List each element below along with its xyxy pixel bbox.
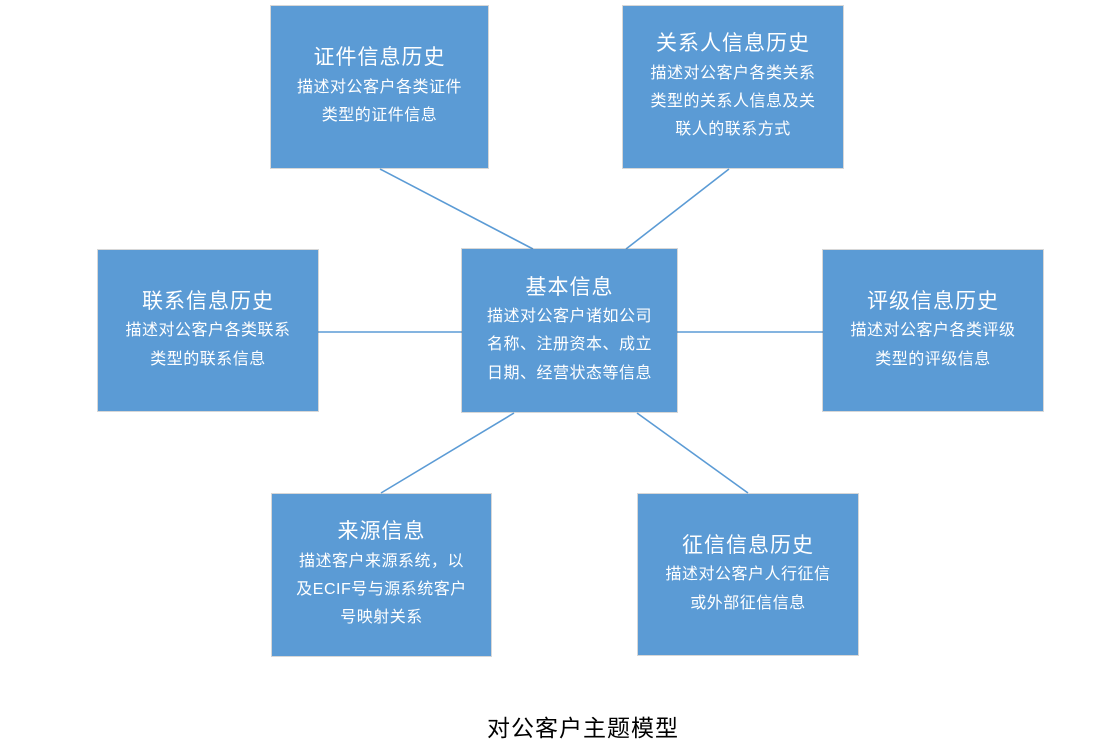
node-credit-info-history: 征信信息历史 描述对公客户人行征信 或外部征信信息 <box>638 494 858 655</box>
node-contact-info-history: 联系信息历史 描述对公客户各类联系 类型的联系信息 <box>98 250 318 411</box>
node-title: 征信信息历史 <box>682 533 814 557</box>
node-desc: 描述对公客户各类评级 类型的评级信息 <box>850 322 1016 368</box>
node-desc: 描述对公客户各类证件 类型的证件信息 <box>296 78 462 125</box>
node-relation-info-history: 关系人信息历史 描述对公客户各类关系 类型的关系人信息及关 联人的联系方式 <box>623 6 843 168</box>
node-cert-info-history: 证件信息历史 描述对公客户各类证件 类型的证件信息 <box>271 6 488 168</box>
diagram-caption: 对公客户主题模型 <box>487 715 679 741</box>
node-title: 证件信息历史 <box>313 46 446 70</box>
node-desc: 描述客户来源系统，以 及ECIF号与源系统客户 号映射关系 <box>296 552 467 627</box>
connector-basic-credit <box>636 412 749 494</box>
node-rating-info-history: 评级信息历史 描述对公客户各类评级 类型的评级信息 <box>823 250 1043 411</box>
node-desc: 描述对公客户人行征信 或外部征信信息 <box>665 566 831 612</box>
node-basic-info: 基本信息 描述对公客户诸如公司 名称、注册资本、成立 日期、经营状态等信息 <box>462 249 677 412</box>
node-title: 评级信息历史 <box>867 289 999 313</box>
node-desc: 描述对公客户诸如公司 名称、注册资本、成立 日期、经营状态等信息 <box>486 308 652 382</box>
connector-relation-basic <box>625 168 730 250</box>
connector-cert-basic <box>379 168 534 250</box>
node-title: 基本信息 <box>525 275 614 299</box>
node-title: 来源信息 <box>337 520 426 544</box>
node-title: 关系人信息历史 <box>656 32 810 56</box>
connector-basic-source <box>380 412 515 494</box>
node-desc: 描述对公客户各类关系 类型的关系人信息及关 联人的联系方式 <box>650 64 816 139</box>
node-desc: 描述对公客户各类联系 类型的联系信息 <box>125 322 291 368</box>
node-source-info: 来源信息 描述客户来源系统，以 及ECIF号与源系统客户 号映射关系 <box>272 494 491 656</box>
node-title: 联系信息历史 <box>142 289 274 313</box>
